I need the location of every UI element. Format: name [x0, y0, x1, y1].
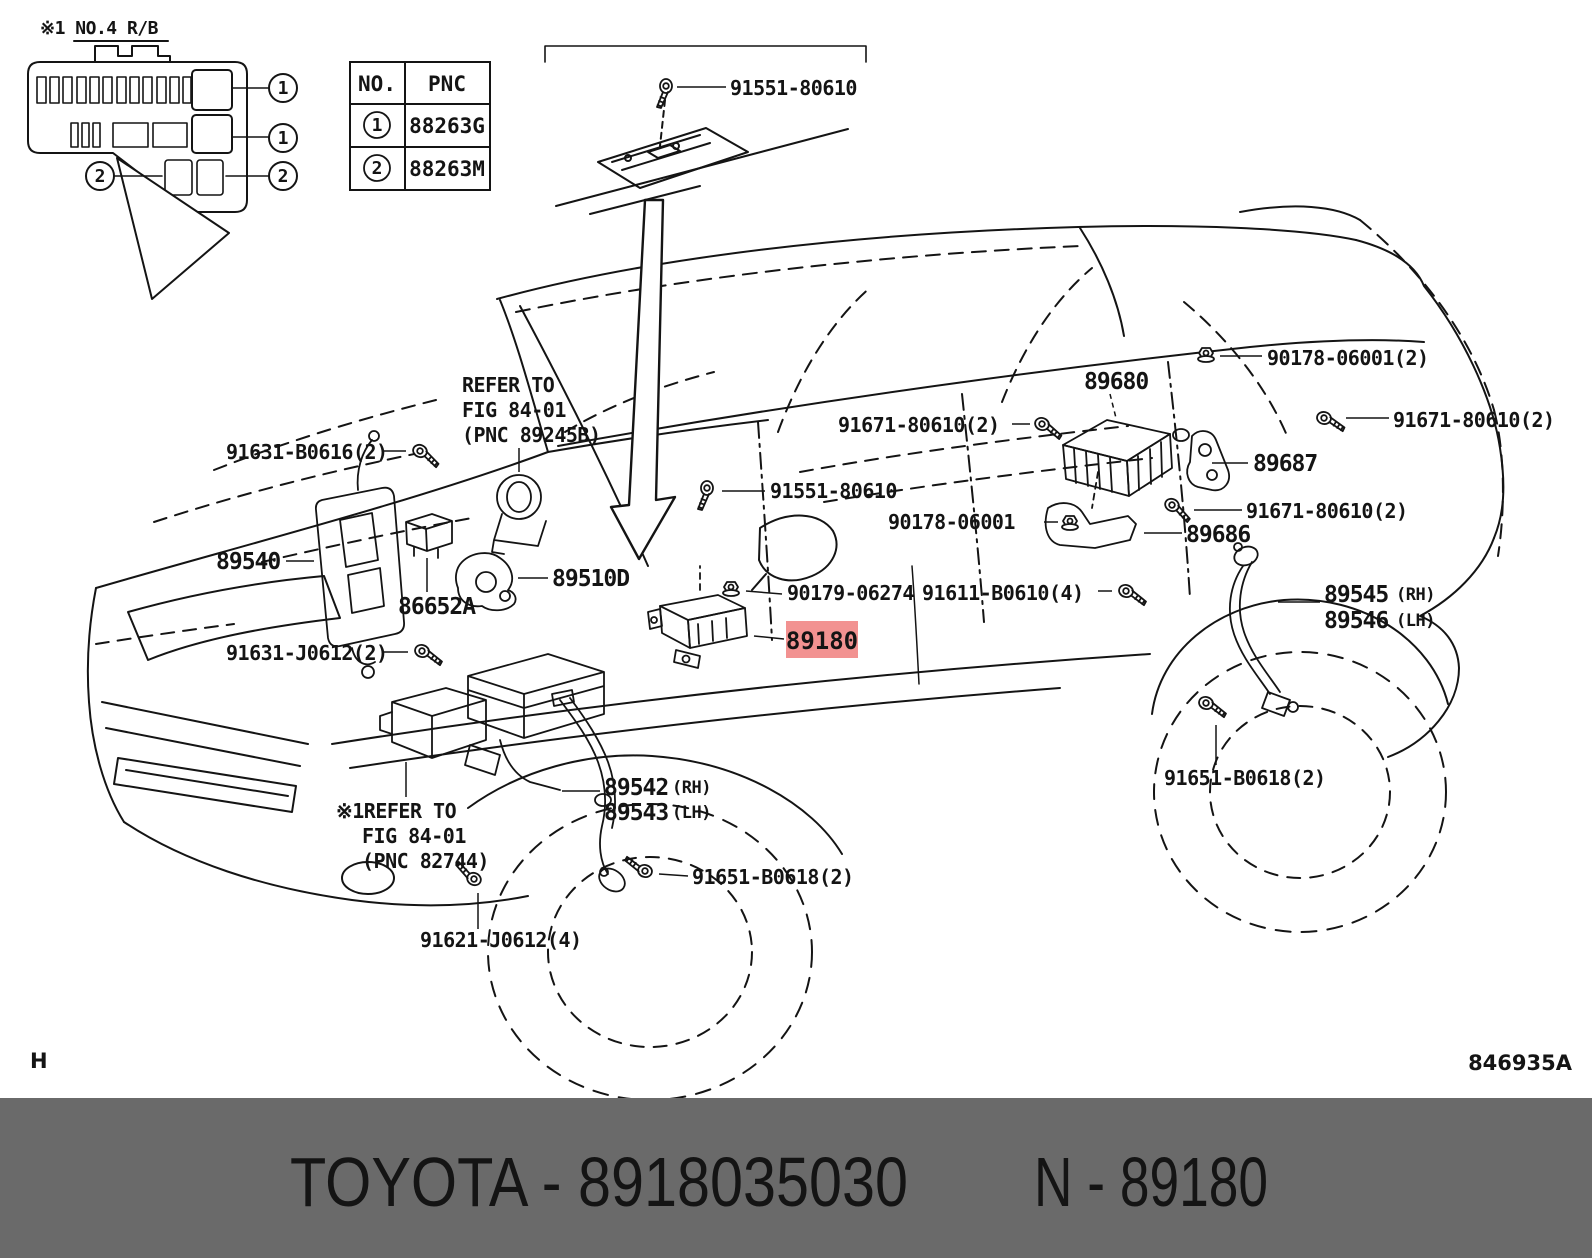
fusebox-callout-2b: 2 [278, 166, 289, 187]
label-90179: 90179-06274 [787, 581, 914, 605]
label-91671-left: 91671-80610(2) [838, 413, 1000, 437]
bolt-icon-91671-right [1314, 409, 1348, 433]
label-86652a: 86652A [398, 594, 476, 620]
bracket-89687 [1172, 428, 1230, 492]
banner-background [0, 1098, 1592, 1258]
rear-wheel [1153, 651, 1447, 933]
footer-section-letter: H [30, 1049, 48, 1073]
banner-part-number-short: N - 89180 [1034, 1143, 1268, 1221]
label-91631-b0616: 91631-B0616(2) [226, 440, 388, 464]
highlight-box [786, 621, 858, 658]
part-number-banner: TOYOTA - 8918035030 N - 89180 [0, 1098, 1592, 1258]
bolt-icon-pillar [697, 480, 714, 511]
label-91631-j0612: 91631-J0612(2) [226, 641, 388, 665]
label-89540: 89540 [216, 549, 280, 575]
label-rear-nut: 90178-06001(2) [1267, 346, 1429, 370]
leader-lines [286, 86, 1389, 929]
label-89510d: 89510D [552, 566, 629, 592]
label-91651-rear: 91651-B0618(2) [1164, 766, 1326, 790]
label-roof-bolt: 91551-80610 [730, 76, 857, 100]
roof-set-plate [544, 45, 867, 189]
table-header-pnc: PNC [428, 72, 466, 96]
label-refer2-line3: (PNC 82744) [362, 849, 489, 873]
label-89542: 89542(RH) [604, 775, 711, 801]
highlighted-part-89180[interactable]: 89180 [786, 621, 858, 658]
bolt-icon-91651-front [621, 855, 655, 880]
label-pillar-bolt: 91551-80610 [770, 479, 897, 503]
pointer-arrow [609, 198, 677, 561]
label-89543: 89543(LH) [604, 800, 711, 826]
footer-figure-code: 846935A [1468, 1051, 1573, 1075]
nut-icon-mid [1061, 515, 1079, 531]
callout-circle-1b [268, 123, 298, 153]
callout-circle-2b [268, 161, 298, 191]
label-89686: 89686 [1186, 522, 1250, 548]
label-89546: 89546(LH) [1324, 608, 1435, 634]
module-89540 [314, 430, 405, 679]
callout-circle-2 [85, 161, 115, 191]
table-row1-no: 1 [372, 115, 383, 136]
bolt-icon-91671-mid [1160, 495, 1196, 524]
table-row1-pnc: 88263G [409, 114, 485, 138]
relay-86652a [405, 513, 453, 559]
label-89545: 89545(RH) [1324, 582, 1435, 608]
front-wheel [487, 803, 813, 1101]
label-89687: 89687 [1253, 451, 1317, 477]
label-91621: 91621-J0612(4) [420, 928, 582, 952]
engine-relay-boxes [379, 653, 605, 791]
table-row2-pnc: 88263M [409, 157, 485, 181]
bracket-89686 [1044, 471, 1137, 549]
bolt-icon-91631-j0612 [412, 642, 446, 667]
fusebox-callout-1b: 1 [278, 128, 289, 149]
callout-labels: 91551-80610 90178-06001(2) 89680 91671-8… [216, 76, 1555, 952]
sensor-89510d [455, 552, 517, 612]
nut-icon-rear [1197, 347, 1215, 363]
ecu-89680 [1062, 419, 1173, 497]
fusebox-callout-1: 1 [278, 78, 289, 99]
label-91671-mid: 91671-80610(2) [1246, 499, 1408, 523]
rear-speed-sensor-cable [1228, 542, 1299, 717]
bolt-icon-91611 [1116, 582, 1150, 607]
label-mid-nut: 90178-06001 [888, 510, 1015, 534]
table-header-no: NO. [358, 72, 396, 96]
nut-icon-90179 [722, 581, 740, 597]
label-91651-front: 91651-B0618(2) [692, 865, 854, 889]
bolt-icon-91651-rear [1196, 694, 1230, 719]
callout-circle-1 [268, 73, 298, 103]
fuse-box [27, 40, 298, 300]
fusebox-title: ※1 NO.4 R/B [40, 18, 159, 39]
highlight-part-number: 89180 [786, 627, 858, 655]
label-91671-right: 91671-80610(2) [1393, 408, 1555, 432]
sensor-89245b [491, 474, 547, 555]
label-refer2-line2: FIG 84-01 [362, 824, 466, 848]
label-refer1-line1: REFER TO [462, 373, 555, 397]
label-89680: 89680 [1084, 369, 1148, 395]
airbag-sensor-89180 [647, 565, 748, 669]
label-refer1-line3: (PNC 89245B) [462, 423, 601, 447]
fusebox-callout-2: 2 [95, 166, 106, 187]
label-refer1-line2: FIG 84-01 [462, 398, 566, 422]
banner-part-number-full: TOYOTA - 8918035030 [290, 1143, 908, 1221]
label-91611: 91611-B0610(4) [922, 581, 1084, 605]
label-refer2-line1: ※1REFER TO [336, 799, 457, 823]
front-speed-sensor-cable [551, 689, 626, 893]
table-row2-no: 2 [372, 158, 383, 179]
pnc-table: NO. PNC 1 88263G 2 88263M [349, 61, 491, 191]
car-illustration [86, 128, 1505, 1101]
bolt-icon-91631-b0616 [409, 441, 444, 469]
